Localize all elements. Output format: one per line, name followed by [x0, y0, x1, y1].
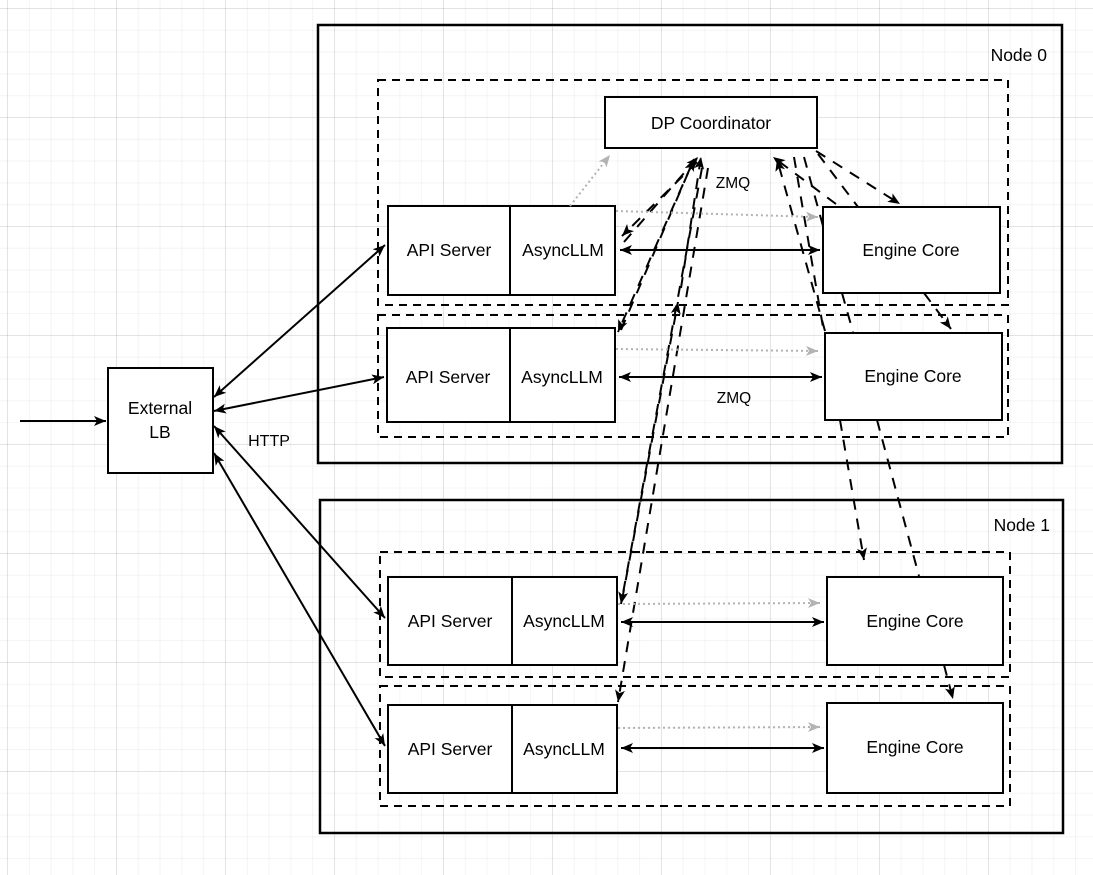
node1-label: Node 1 — [994, 515, 1050, 535]
async-ec-dotted-n0r1 — [615, 210, 819, 222]
coord-to-ec-n1r2-zmq-seg2 — [841, 292, 854, 333]
api-server-label-n0r2: API Server — [406, 367, 491, 387]
engine-core-box-n1r1 — [826, 576, 1004, 666]
engine-core-label-n0r1: Engine Core — [862, 240, 959, 260]
node0-container — [316, 23, 1064, 465]
lb-to-api-n0r2-link — [213, 374, 385, 414]
coord-to-ec-n1r1-zmq-seg1 — [793, 156, 825, 334]
coord-to-ec-n1r2-zmq-seg3 — [876, 419, 920, 577]
dp-coordinator-label: DP Coordinator — [651, 113, 771, 133]
dp-coordinator-box — [604, 96, 818, 149]
engine-core-box-n0r2 — [824, 332, 1003, 421]
engine-core-box-n0r1 — [822, 206, 1001, 294]
async-n0r2-to-coord-zmq — [620, 158, 695, 331]
async-ec-dotted-n1r2 — [617, 722, 821, 733]
node1-corridor-to-coord-zmq — [680, 156, 705, 289]
ec-n0r1-to-coord-zmq — [772, 156, 837, 205]
asyncllm-label-n0r2: AsyncLLM — [521, 367, 603, 387]
api-server-label-n1r2: API Server — [408, 739, 493, 759]
async-n0r1-to-coord-zmq — [623, 156, 699, 243]
asyncllm-label-n0r1: AsyncLLM — [522, 240, 604, 260]
external-lb-label-line2: LB — [149, 422, 170, 442]
node0-label: Node 0 — [991, 45, 1048, 65]
api-async-box-n0r2 — [386, 327, 616, 423]
zmq-label-row2: ZMQ — [717, 390, 751, 407]
coord-to-async-n0r1-zmq — [621, 161, 698, 237]
coord-to-async-n1r1-zmq — [618, 167, 703, 605]
coord-to-ec-n0r2-zmq-seg2 — [923, 292, 952, 330]
asyncllm-label-n1r1: AsyncLLM — [523, 611, 605, 631]
zmq-label-coordinator: ZMQ — [716, 175, 750, 192]
coord-to-ec-n0r1-zmq — [815, 150, 901, 205]
asyncllm-label-n1r2: AsyncLLM — [523, 739, 605, 759]
api-server-label-n0r1: API Server — [407, 240, 492, 260]
api-async-box-n0r1 — [387, 205, 616, 296]
lb-to-api-n0r1-link — [213, 244, 386, 398]
engine-core-label-n0r2: Engine Core — [864, 366, 961, 386]
engine-core-label-n1r2: Engine Core — [866, 737, 963, 757]
async-ec-dotted-n0r2 — [615, 345, 819, 356]
lb-to-api-n1r2-link — [213, 452, 386, 747]
engine-core-box-n1r2 — [826, 702, 1004, 794]
coord-to-async-n1r2-zmq — [615, 167, 709, 703]
external-lb-label-line1: External — [128, 398, 192, 418]
async-coord-dotted-n0r1 — [569, 154, 611, 207]
node1-replica2-group — [379, 685, 1011, 807]
api-server-label-n1r1: API Server — [408, 611, 493, 631]
coord-to-ec-n1r1-zmq-seg2 — [839, 419, 867, 561]
engine-core-label-n1r1: Engine Core — [866, 611, 963, 631]
external-lb-box — [107, 367, 214, 474]
coord-to-ec-n0r2-zmq-seg1 — [817, 153, 859, 208]
coord-to-ec-n1r2-zmq-seg4 — [943, 664, 955, 700]
node0-replica1-group — [377, 79, 1009, 306]
lb-to-api-n1r1-link — [213, 425, 386, 619]
async-ec-dotted-n1r1 — [617, 598, 821, 609]
api-async-box-n1r1 — [387, 576, 618, 666]
api-async-box-n1r2 — [387, 704, 618, 794]
http-label: HTTP — [248, 433, 290, 450]
